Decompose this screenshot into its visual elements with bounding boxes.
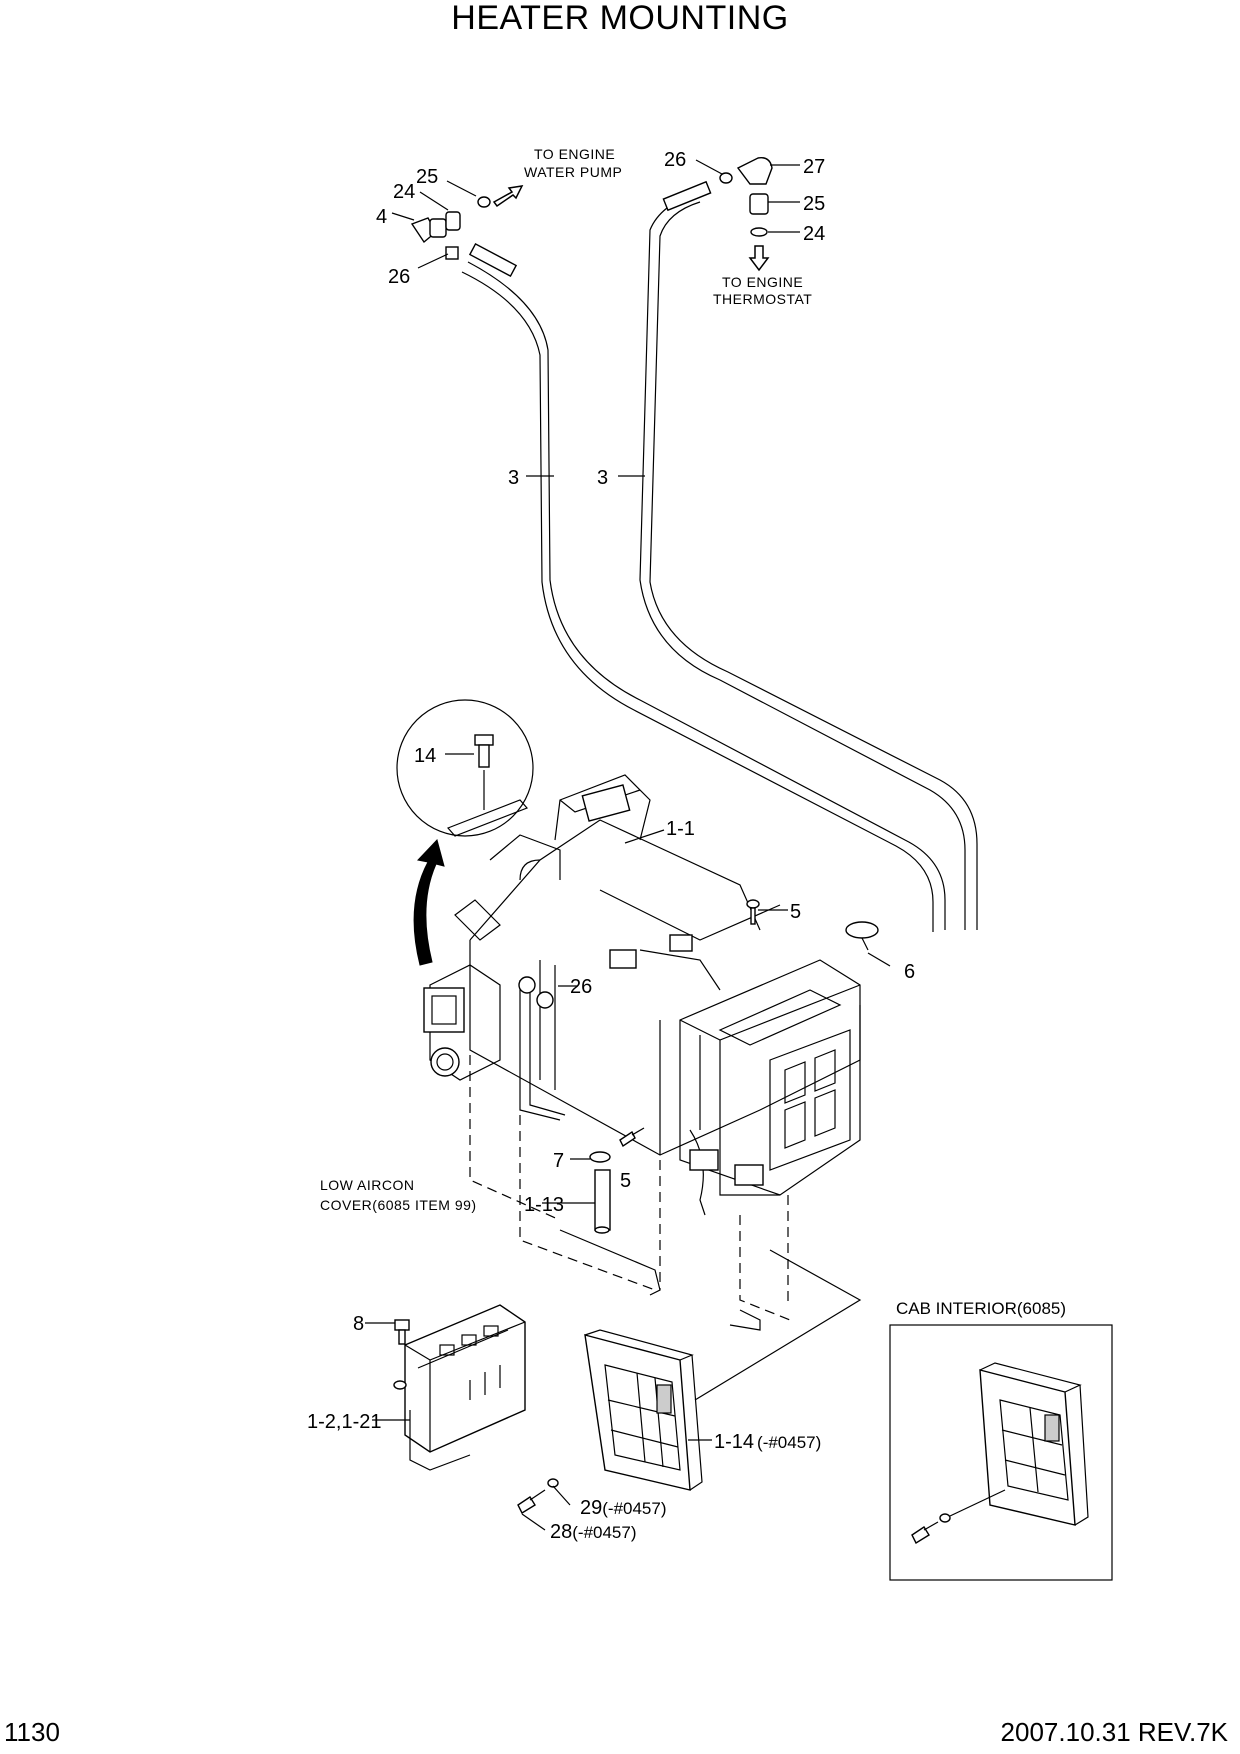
screw-5-top xyxy=(746,899,760,925)
callout-5-top: 5 xyxy=(790,901,801,923)
page-number: 1130 xyxy=(4,1717,60,1747)
callout-3-right: 3 xyxy=(597,467,608,489)
arrow-to-thermostat xyxy=(748,245,770,272)
screw-5-bottom xyxy=(619,1127,645,1148)
callout-26-mid: 26 xyxy=(570,976,592,998)
callout-24-right: 24 xyxy=(803,223,825,245)
callout-25-left: 25 xyxy=(416,166,438,188)
callout-27: 27 xyxy=(803,156,825,178)
note-to-thermostat-line1: TO ENGINE xyxy=(722,274,803,290)
note-cab-interior: CAB INTERIOR(6085) xyxy=(896,1299,1066,1318)
leader-lines xyxy=(365,159,891,1531)
note-to-water-pump-line2: WATER PUMP xyxy=(524,164,622,180)
drain-tube xyxy=(589,1151,611,1234)
note-to-thermostat-line2: THERMOSTAT xyxy=(713,291,812,307)
callout-25-right: 25 xyxy=(803,193,825,215)
note-to-water-pump-line1: TO ENGINE xyxy=(534,146,615,162)
callout-26-top-left: 26 xyxy=(388,266,410,288)
callout-28: 28(-#0457) xyxy=(550,1521,637,1543)
callout-24-left: 24 xyxy=(393,181,415,203)
note-low-aircon-line1: LOW AIRCON xyxy=(320,1177,414,1193)
elbow-fitting xyxy=(719,157,773,237)
detail-circle xyxy=(396,699,534,837)
callout-1-2-1-21: 1-2,1-21 xyxy=(307,1411,382,1433)
note-low-aircon-line2: COVER(6085 ITEM 99) xyxy=(320,1197,477,1213)
drain-valve-fitting xyxy=(410,196,491,260)
callout-29: 29(-#0457) xyxy=(580,1497,667,1519)
revision-date: 2007.10.31 REV.7K xyxy=(1000,1717,1228,1747)
callout-4: 4 xyxy=(376,206,387,228)
filter-grid xyxy=(769,1029,851,1171)
callout-14: 14 xyxy=(414,745,436,767)
callout-26-top-right: 26 xyxy=(664,149,686,171)
callout-3-left: 3 xyxy=(508,467,519,489)
heater-unit xyxy=(423,774,879,1216)
callout-1-13: 1-13 xyxy=(524,1194,564,1216)
callout-1-1: 1-1 xyxy=(666,818,695,840)
callout-5-bottom: 5 xyxy=(620,1170,631,1192)
control-panel xyxy=(393,1304,526,1471)
hose-left xyxy=(461,261,946,932)
vent-grille xyxy=(517,1329,703,1514)
supply-hose-tag xyxy=(662,180,712,212)
bracket-outline xyxy=(469,1055,791,1331)
callout-7: 7 xyxy=(553,1150,564,1172)
callout-6: 6 xyxy=(904,961,915,983)
detail-arrow xyxy=(413,839,445,966)
cab-interior-box xyxy=(889,1324,1113,1581)
return-hose-tag xyxy=(468,242,518,278)
page-title: HEATER MOUNTING xyxy=(451,0,789,37)
callout-8: 8 xyxy=(353,1313,364,1335)
leader-grille xyxy=(694,1249,862,1401)
arrow-to-water-pump xyxy=(492,185,524,208)
callout-1-14: 1-14(-#0457) xyxy=(714,1431,821,1453)
hose-right xyxy=(639,191,978,930)
